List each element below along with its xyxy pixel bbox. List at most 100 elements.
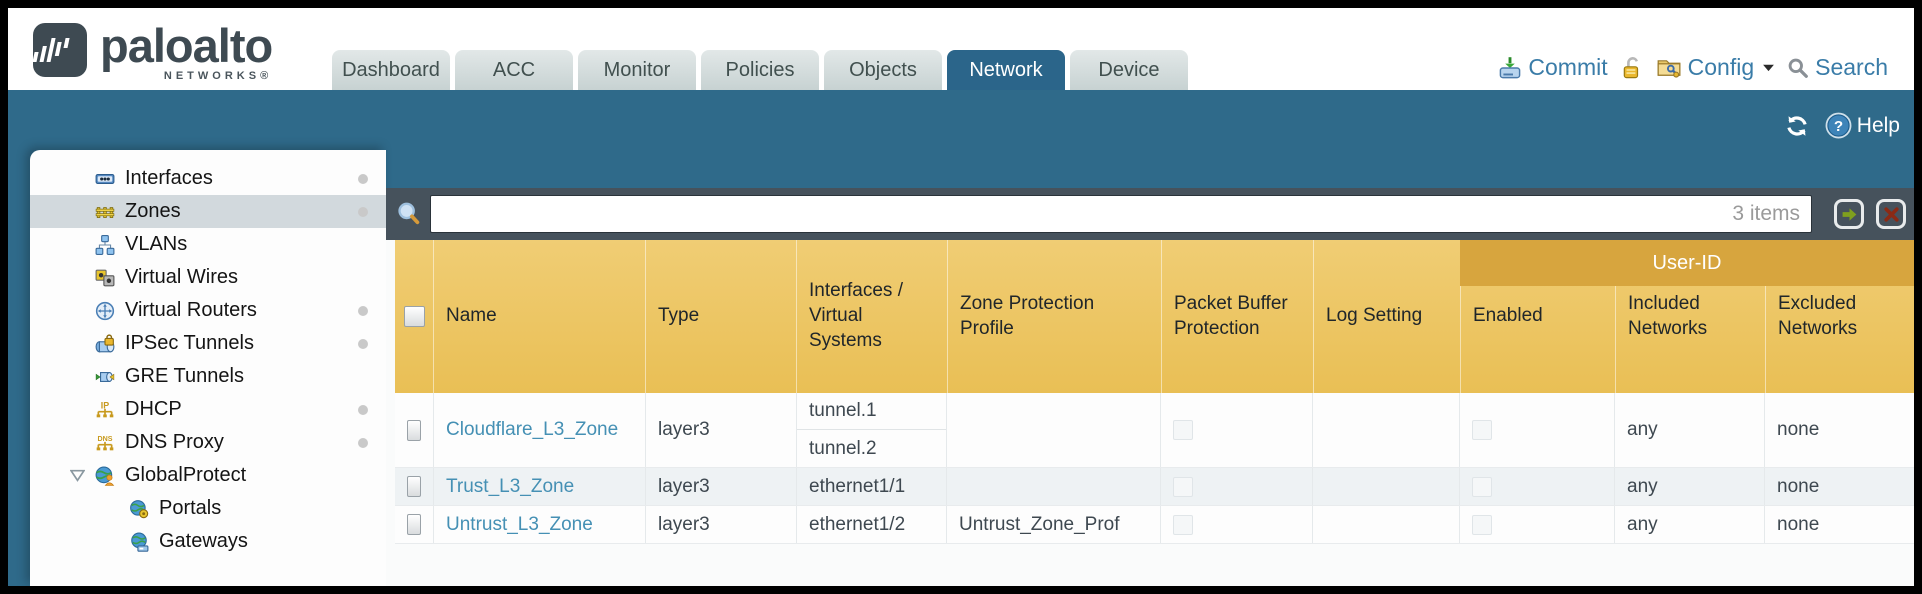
tab-network[interactable]: Network <box>947 50 1065 90</box>
col-header-included-networks[interactable]: Included Networks <box>1615 240 1765 393</box>
tab-objects[interactable]: Objects <box>824 50 942 90</box>
tab-acc[interactable]: ACC <box>455 50 573 90</box>
unlocked-padlock-icon <box>1623 56 1638 78</box>
log-setting-cell <box>1312 393 1459 467</box>
zone-protection-profile-cell <box>946 393 1160 467</box>
interface-entry: ethernet1/2 <box>809 513 906 535</box>
paloalto-logo: paloalto NETWORKS® <box>32 19 273 82</box>
sidebar-item-zones[interactable]: Zones <box>30 195 386 228</box>
sidebar-item-label: GRE Tunnels <box>125 365 244 387</box>
sidebar-item-globalprotect[interactable]: GlobalProtect <box>30 459 386 492</box>
sidebar-item-vlans[interactable]: VLANs <box>30 228 386 261</box>
interface-entry: ethernet1/1 <box>809 475 906 497</box>
tab-dashboard[interactable]: Dashboard <box>332 50 450 90</box>
zone-protection-profile-cell <box>946 468 1160 505</box>
zone-protection-profile-cell: Untrust_Zone_Prof <box>946 506 1160 543</box>
expander-icon[interactable] <box>70 468 94 484</box>
refresh-icon <box>1787 115 1807 136</box>
col-header-zone-protection-profile[interactable]: Zone Protection Profile <box>947 240 1161 393</box>
col-header-name[interactable]: Name <box>433 240 645 393</box>
refresh-button[interactable] <box>1783 113 1811 139</box>
table-row[interactable]: Untrust_L3_Zone layer3 ethernet1/2 Untrust_… <box>395 506 1914 544</box>
status-dot <box>358 207 368 217</box>
packet-buffer-protection-checkbox[interactable] <box>1173 476 1193 497</box>
virtual-routers-icon <box>94 301 116 321</box>
filter-search-icon <box>398 202 420 225</box>
sidebar-item-virtual-wires[interactable]: Virtual Wires <box>30 261 386 294</box>
lock-button[interactable] <box>1620 56 1644 80</box>
packet-buffer-protection-cell <box>1160 393 1312 467</box>
user-id-enabled-cell <box>1459 393 1614 467</box>
sidebar-item-virtual-routers[interactable]: Virtual Routers <box>30 294 386 327</box>
user-id-enabled-checkbox[interactable] <box>1472 476 1492 497</box>
included-networks-cell: any <box>1614 506 1764 543</box>
sidebar-item-portals[interactable]: Portals <box>30 492 386 525</box>
filter-input[interactable] <box>430 195 1812 233</box>
col-header-type[interactable]: Type <box>645 240 796 393</box>
portals-icon <box>128 499 150 519</box>
col-header-interfaces[interactable]: Interfaces / Virtual Systems <box>796 240 947 393</box>
clear-filter-button[interactable] <box>1876 199 1906 229</box>
zone-type-cell: layer3 <box>645 468 796 505</box>
status-dot <box>358 306 368 316</box>
tab-policies[interactable]: Policies <box>701 50 819 90</box>
commit-button[interactable]: Commit <box>1498 54 1608 81</box>
sidebar-item-interfaces[interactable]: Interfaces <box>30 162 386 195</box>
zone-name-link[interactable]: Untrust_L3_Zone <box>446 513 593 535</box>
virtual-wires-icon <box>94 268 116 288</box>
content-area: 3 items Name Type Interfaces / V <box>386 188 1914 586</box>
config-menu[interactable]: Config <box>1656 54 1775 81</box>
packet-buffer-protection-checkbox[interactable] <box>1173 514 1193 535</box>
brand-subtitle: NETWORKS® <box>163 70 273 82</box>
row-checkbox[interactable] <box>407 419 421 441</box>
row-checkbox[interactable] <box>407 514 421 535</box>
tab-device[interactable]: Device <box>1070 50 1188 90</box>
row-select-cell <box>395 393 433 467</box>
user-id-enabled-checkbox[interactable] <box>1472 514 1492 535</box>
user-id-enabled-checkbox[interactable] <box>1472 420 1492 440</box>
dns-proxy-icon: DNS <box>94 433 116 453</box>
sidebar-item-label: Portals <box>159 497 222 519</box>
sidebar-item-gateways[interactable]: Gateways <box>30 525 386 558</box>
packet-buffer-protection-checkbox[interactable] <box>1173 420 1193 440</box>
chevron-down-icon[interactable] <box>1762 63 1775 72</box>
search-link[interactable]: Search <box>1787 54 1888 81</box>
status-dot <box>358 438 368 448</box>
zone-type-cell: layer3 <box>645 506 796 543</box>
topbar-links: Commit Config <box>1498 54 1888 81</box>
sidebar-item-label: Zones <box>125 200 181 222</box>
sidebar-item-label: Interfaces <box>125 167 213 189</box>
col-header-enabled[interactable]: Enabled <box>1460 240 1615 393</box>
zone-name-link[interactable]: Trust_L3_Zone <box>446 475 575 497</box>
col-header-excluded-networks[interactable]: Excluded Networks <box>1765 240 1914 393</box>
apply-filter-button[interactable] <box>1834 199 1864 229</box>
row-checkbox[interactable] <box>407 476 421 497</box>
tab-monitor[interactable]: Monitor <box>578 50 696 90</box>
zone-name-cell: Trust_L3_Zone <box>433 468 645 505</box>
log-setting-cell <box>1312 468 1459 505</box>
sidebar-item-ipsec-tunnels[interactable]: IPSec Tunnels <box>30 327 386 360</box>
status-dot <box>358 339 368 349</box>
col-header-packet-buffer-protection[interactable]: Packet Buffer Protection <box>1161 240 1313 393</box>
zone-name-cell: Untrust_L3_Zone <box>433 506 645 543</box>
col-header-log-setting[interactable]: Log Setting <box>1313 240 1460 393</box>
packet-buffer-protection-cell <box>1160 506 1312 543</box>
select-all-checkbox[interactable] <box>403 306 425 327</box>
packet-buffer-protection-cell <box>1160 468 1312 505</box>
sidebar-item-gre-tunnels[interactable]: GRE Tunnels <box>30 360 386 393</box>
zone-name-link[interactable]: Cloudflare_L3_Zone <box>446 419 619 440</box>
help-button[interactable]: ? Help <box>1825 112 1900 139</box>
sidebar-item-label: DHCP <box>125 398 182 420</box>
interface-entry: tunnel.2 <box>809 437 877 459</box>
brand-name: paloalto <box>100 19 273 72</box>
filter-bar: 3 items <box>386 188 1914 240</box>
zone-interfaces-cell: ethernet1/2 <box>796 506 947 543</box>
sidebar-item-label: IPSec Tunnels <box>125 332 254 354</box>
